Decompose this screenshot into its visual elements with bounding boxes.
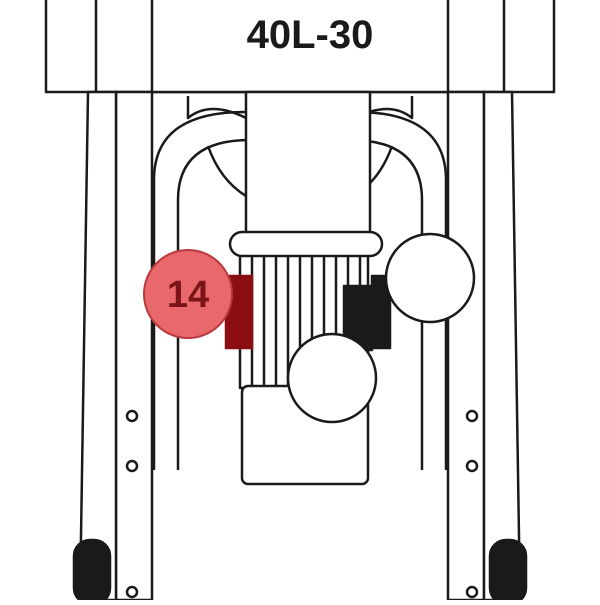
callout-number: 14 [167, 274, 209, 316]
right-cap [384, 232, 476, 324]
back-frame-tubes [152, 96, 448, 470]
right-leg [446, 90, 528, 605]
lower-cap [286, 332, 378, 424]
center-column [244, 90, 372, 242]
top-frame [44, 0, 556, 94]
dark-brackets [342, 274, 392, 352]
left-leg [72, 90, 154, 605]
model-label: 40L-30 [247, 13, 374, 57]
callout-14 [143, 249, 233, 339]
motor-collar [228, 230, 384, 258]
